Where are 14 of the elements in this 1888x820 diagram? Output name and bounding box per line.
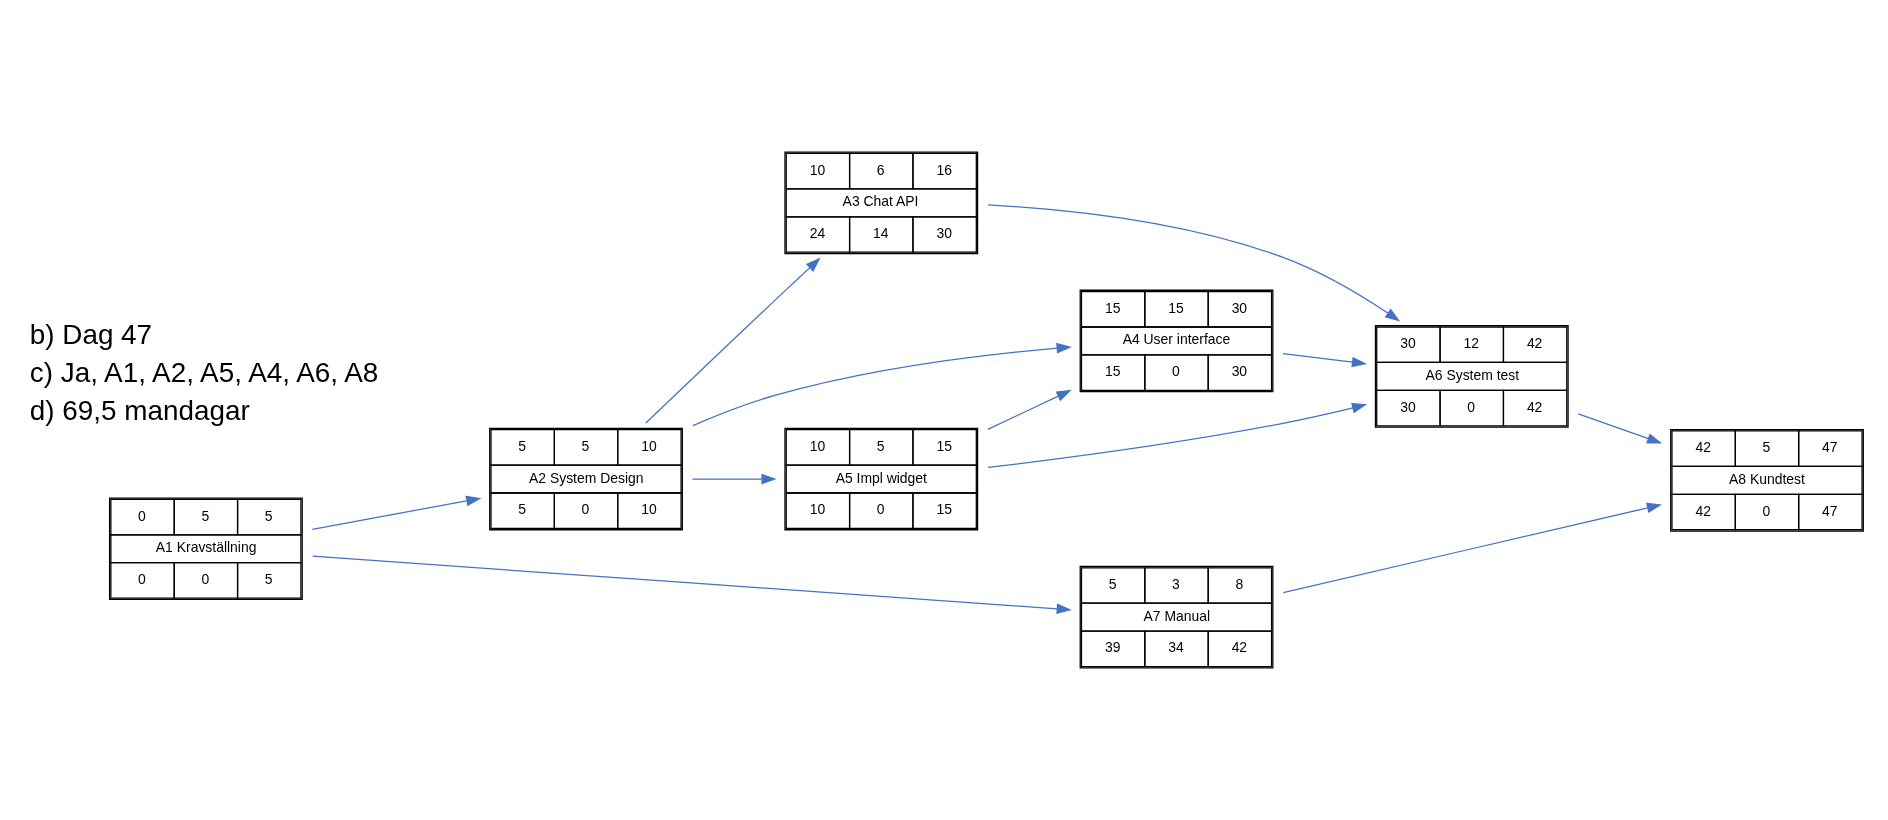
- arrow: [1577, 413, 1663, 444]
- arrow: [311, 555, 1072, 615]
- arrow: [1282, 502, 1663, 594]
- arrow: [645, 257, 821, 424]
- arrow: [311, 495, 482, 530]
- arrow: [692, 342, 1072, 427]
- arrow: [691, 473, 777, 485]
- arrow: [987, 402, 1368, 469]
- arrow: [987, 389, 1072, 431]
- label: c) Ja, A1, A2, A5, A4, A6, A8: [29, 357, 379, 389]
- label: b) Dag 47: [29, 319, 153, 351]
- arrow: [987, 204, 1401, 322]
- label: d) 69,5 mandagar: [29, 395, 250, 427]
- arrow: [1282, 353, 1368, 368]
